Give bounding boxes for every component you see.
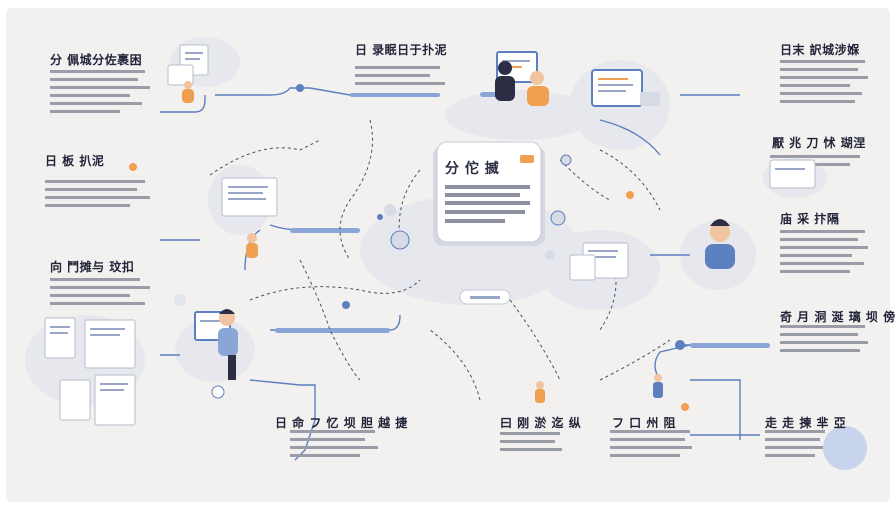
bar-2 [275,328,390,333]
connector-6 [249,379,316,461]
label-bottom-left: 日 命 フ 忆 坝 胆 越 捷 [275,416,408,430]
dashed-8 [599,339,671,381]
document-icon-top-left [167,44,209,86]
label-top-center: 日 录眠日于扑泥 [355,43,448,57]
document-icon-center-right [569,242,629,281]
cloud-top-center [445,90,595,140]
document-icon-left-middle-1 [44,317,76,359]
connector-15 [599,119,661,156]
document-icon-left-middle-2 [84,319,136,369]
dashed-2 [299,259,361,381]
dashed-5 [429,329,481,401]
text-block-bottom-left [290,430,378,457]
person-left-upper [246,233,258,258]
dashed-3 [339,119,373,261]
person-top-center-1 [495,61,515,101]
center-card-body [436,141,542,243]
document-icon-right-upper [769,159,816,189]
text-block-right-lower [780,325,868,352]
label-bottom-center: 曰 刚 淤 迄 纵 [500,416,582,430]
person-top-left [182,81,194,103]
label-right-middle: 庙 采 抃隔 [780,212,840,226]
decorative-dots [129,84,867,470]
person-right-middle [705,219,735,269]
people [182,61,735,403]
text-block-right-middle [780,230,868,273]
person-top-center-2 [527,71,549,106]
center-card-accent [520,155,534,163]
connector-1 [160,95,206,113]
text-block-top-left [50,70,150,113]
label-bottom-right: 走 走 揀 芈 亞 [765,416,847,430]
bar-1 [290,228,360,233]
bar-3 [690,343,770,348]
center-card-lines [445,185,530,223]
person-left-middle [218,309,238,380]
text-block-left-middle [50,278,150,305]
center-card [433,141,545,305]
bar-4 [350,93,440,97]
connector-bars [275,92,770,348]
text-block-bottom-center-right [610,430,692,457]
connector-13 [690,379,741,440]
person-bottom-center [535,381,545,403]
label-top-left: 分 佩城分佐裹困 [50,53,143,67]
dashed-4 [249,279,421,301]
label-right-lower: 奇 月 洞 涎 璃 坝 傍 [780,310,896,324]
label-left-upper: 日 板 扒泥 [45,154,105,168]
person-bottom-center-right [653,374,663,398]
label-right-upper: 厭 兆 刀 怵 瑚涅 [772,136,866,150]
document-icon-bottom-left [59,374,136,426]
text-block-bottom-right [765,430,825,457]
dashed-6 [599,149,661,211]
connector-7 [270,314,401,331]
text-block-left-upper [45,180,150,207]
label-left-middle: 向 鬥摊与 玟扣 [50,260,135,274]
dashed-connectors [209,119,671,401]
monitor-icon-top-right [591,69,660,107]
label-top-right: 日末 訳城涉媬 [780,43,860,57]
dashed-1 [209,139,321,176]
dashed-11 [599,269,617,331]
dashed-10 [509,299,561,381]
label-center-card: 分 佗 揻 [445,161,500,177]
text-block-bottom-center [500,432,562,451]
document-icon-left-upper [221,177,278,217]
dashed-7 [559,159,611,201]
cloud-shapes [25,37,827,405]
text-block-top-center [355,66,445,85]
label-bottom-center-right: フ 口 州 阻 [612,416,677,430]
placeholder-text [45,60,868,457]
text-block-top-right [780,60,868,103]
